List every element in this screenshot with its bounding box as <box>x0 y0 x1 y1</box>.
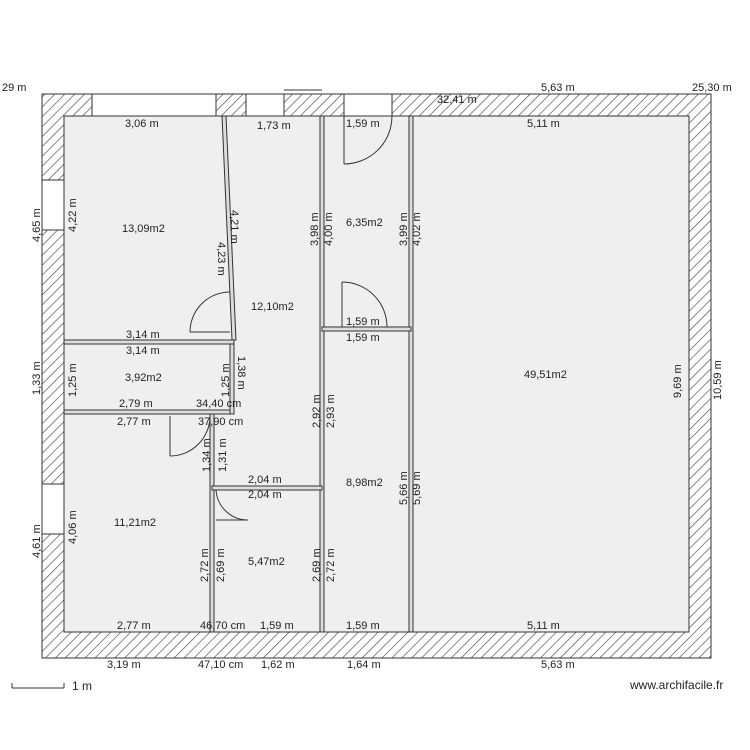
dimension-label: 25,30 m <box>692 82 732 94</box>
dimension-label: 1,59 m <box>346 620 380 632</box>
dimension-label: 1,59 m <box>346 332 380 344</box>
window-opening-top-mid <box>245 93 285 117</box>
dimension-label: 3,06 m <box>125 118 159 130</box>
dimension-label: 1,33 m <box>31 361 43 395</box>
dimension-label: 1,59 m <box>260 620 294 632</box>
dimension-label: 4,23 m <box>215 242 227 276</box>
window-opening-top-right <box>343 93 393 117</box>
dimension-label: 4,06 m <box>67 510 79 544</box>
dimension-label: 2,77 m <box>117 416 151 428</box>
dimension-label: 1,64 m <box>347 659 381 671</box>
dimension-label: 34,40 cm <box>196 398 241 410</box>
dimension-label: 1,34 m <box>201 438 213 472</box>
dimension-label: 1,73 m <box>257 120 291 132</box>
window-opening-left-upper <box>41 179 65 231</box>
horizontal-dimensions: 29 m 5,63 m 25,30 m 32,41 m 3,06 m 1,73 … <box>2 82 732 671</box>
dimension-label: 2,69 m <box>215 548 227 582</box>
dimension-label: 32,41 m <box>437 94 477 106</box>
dimension-label: 4,00 m <box>323 212 335 246</box>
dimension-label: 5,63 m <box>541 659 575 671</box>
scale-label: 1 m <box>72 679 92 693</box>
window-opening-left-lower <box>41 483 65 535</box>
room-area: 12,10m2 <box>251 301 294 313</box>
dimension-label: 37,90 cm <box>198 416 243 428</box>
room-area: 6,35m2 <box>346 217 383 229</box>
dimension-label: 4,02 m <box>411 212 423 246</box>
dimension-label: 1,25 m <box>220 363 232 397</box>
dimension-label: 5,11 m <box>527 620 560 632</box>
room-areas: 13,09m2 12,10m2 6,35m2 49,51m2 3,92m2 8,… <box>114 217 567 568</box>
dimension-label: 4,61 m <box>31 524 43 558</box>
dimension-label: 4,65 m <box>31 208 43 242</box>
room-area: 13,09m2 <box>122 223 165 235</box>
dimension-label: 2,79 m <box>119 398 153 410</box>
dimension-label: 10,59 m <box>712 360 724 400</box>
dimension-label: 1,62 m <box>261 659 295 671</box>
dimension-label: 47,10 cm <box>198 659 243 671</box>
floor <box>63 115 690 633</box>
dimension-label: 5,69 m <box>411 471 423 505</box>
dimension-label: 9,69 m <box>672 364 684 398</box>
interior-walls <box>63 115 414 633</box>
dimension-label: 1,59 m <box>346 118 380 130</box>
dimension-label: 2,92 m <box>311 394 323 428</box>
room-area: 3,92m2 <box>125 372 162 384</box>
dimension-label: 3,14 m <box>126 329 160 341</box>
dimension-label: 3,98 m <box>309 212 321 246</box>
dimension-label: 5,63 m <box>541 82 575 94</box>
dimension-label: 2,77 m <box>117 620 151 632</box>
dimension-label: 2,04 m <box>248 474 282 486</box>
dimension-label: 4,22 m <box>67 198 79 232</box>
brand-label: www.archifacile.fr <box>629 678 723 692</box>
dimension-label: 1,25 m <box>67 363 79 397</box>
dimension-label: 5,11 m <box>527 118 560 130</box>
room-area: 11,21m2 <box>114 517 156 529</box>
dimension-label: 1,31 m <box>217 438 229 472</box>
dimension-label: 3,19 m <box>107 659 141 671</box>
dimension-label: 29 m <box>2 82 26 94</box>
dimension-label: 5,66 m <box>398 471 410 505</box>
window-opening-top-left <box>91 93 217 117</box>
dimension-label: 2,69 m <box>311 548 323 582</box>
dimension-label: 2,72 m <box>199 548 211 582</box>
dimension-label: 4,21 m <box>228 210 240 244</box>
dimension-label: 1,59 m <box>346 316 380 328</box>
dimension-label: 2,04 m <box>248 489 282 501</box>
dimension-label: 2,72 m <box>325 548 337 582</box>
dimension-label: 2,93 m <box>325 394 337 428</box>
vertical-dimensions: 4,65 m 4,22 m 4,23 m 4,21 m 3,98 m 4,00 … <box>31 198 724 582</box>
dimension-label: 3,99 m <box>398 212 410 246</box>
dimension-label: 1,38 m <box>235 356 247 390</box>
dimension-label: 46,70 cm <box>200 620 245 632</box>
scale-bar <box>11 683 65 689</box>
room-area: 49,51m2 <box>524 369 567 381</box>
room-area: 8,98m2 <box>346 477 383 489</box>
room-area: 5,47m2 <box>248 556 285 568</box>
door-swings <box>169 115 393 521</box>
dimension-label: 3,14 m <box>126 345 160 357</box>
